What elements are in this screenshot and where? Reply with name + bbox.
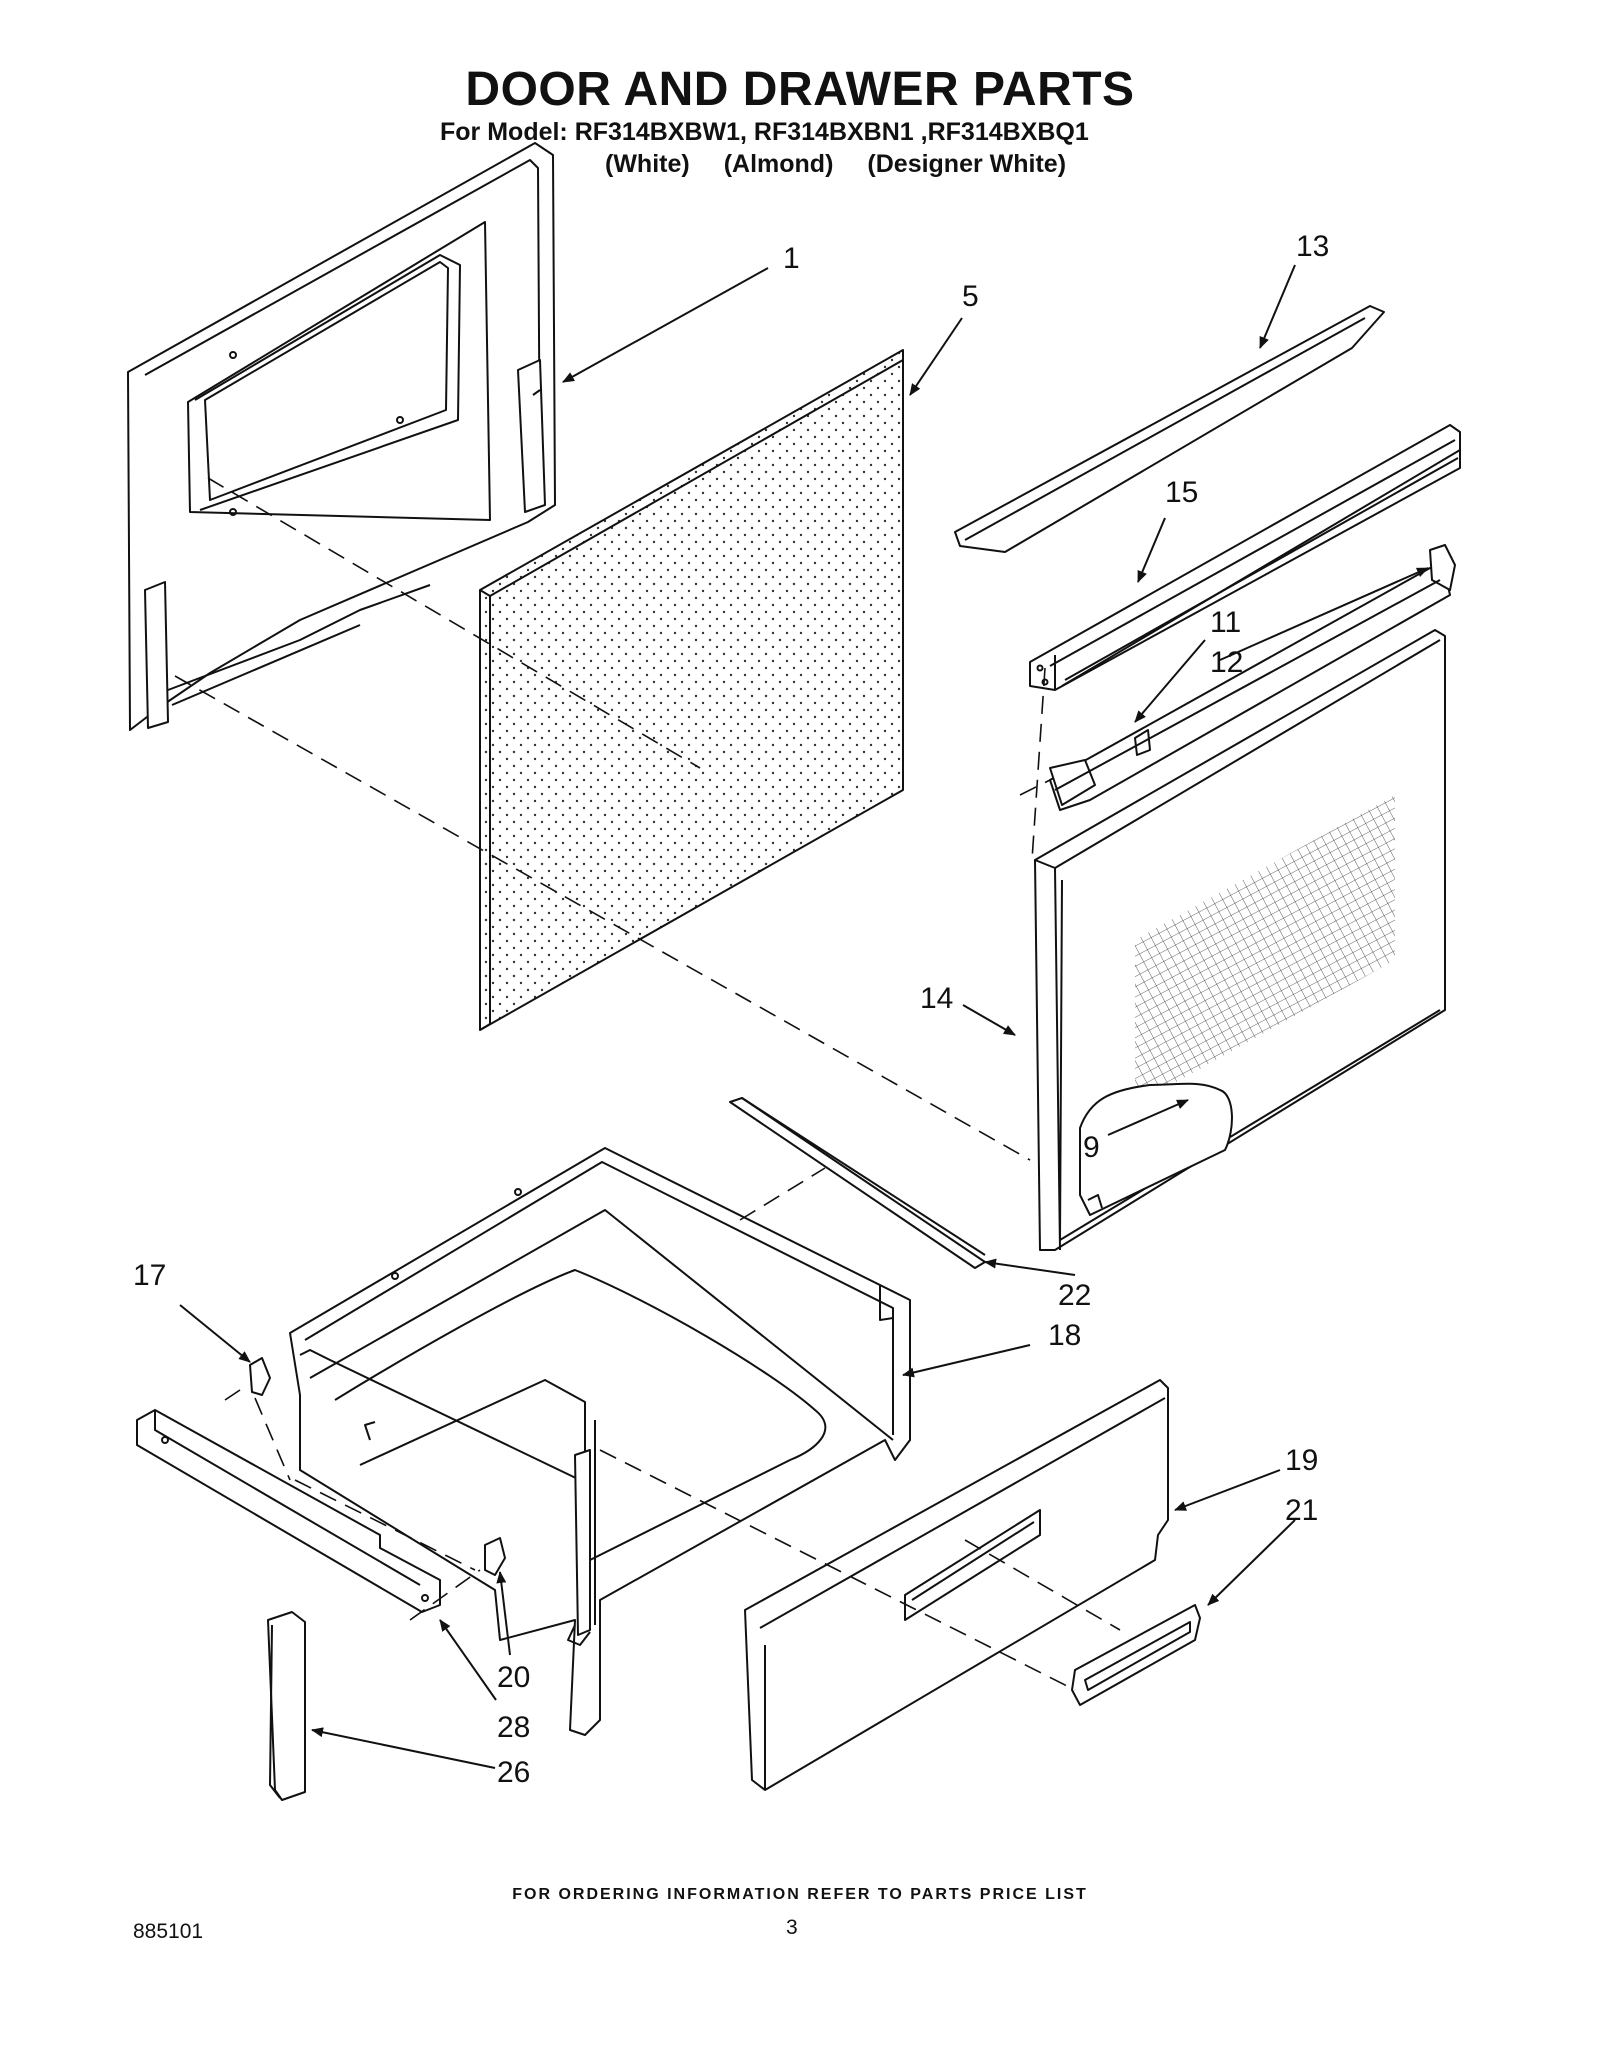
ordering-note: FOR ORDERING INFORMATION REFER TO PARTS … (512, 1886, 1088, 1903)
leader-21 (1207, 1519, 1296, 1606)
leader-22 (984, 1258, 1076, 1276)
drawer-body (289, 1147, 911, 1736)
leader-28 (439, 1619, 497, 1701)
variant-almond: (Almond) (723, 150, 834, 178)
door-corner-pad (1079, 1082, 1233, 1216)
drawer-bumper-right (484, 1537, 506, 1576)
callout-1: 1 (783, 242, 800, 275)
callout-19: 19 (1285, 1444, 1318, 1477)
color-variants: (White) (Almond) (Designer White) (605, 150, 1100, 179)
callout-13: 13 (1296, 230, 1329, 263)
inner-door-frame (127, 142, 556, 731)
callout-15: 15 (1165, 476, 1198, 509)
model-line: For Model: RF314BXBW1, RF314BXBN1 ,RF314… (440, 118, 1089, 146)
drawer-handle (1071, 1604, 1201, 1706)
callout-11: 11 (1210, 606, 1241, 639)
leader-17 (179, 1304, 251, 1363)
leader-5 (909, 317, 963, 396)
alignment-lines (174, 477, 1121, 1691)
leader-14 (962, 1004, 1016, 1036)
callout-labels: 1 5 13 15 11 12 14 9 22 18 17 19 21 20 2… (133, 230, 1329, 1789)
leader-20 (496, 1571, 511, 1656)
leader-13 (1259, 264, 1296, 349)
leader-18 (902, 1344, 1031, 1378)
callout-17: 17 (133, 1259, 166, 1292)
leader-arrows (179, 264, 1429, 1769)
insulation-panel (479, 349, 904, 1031)
leader-11 (1134, 639, 1206, 723)
leader-1 (562, 267, 769, 383)
door-trim-strip (954, 305, 1385, 553)
leader-19 (1174, 1469, 1281, 1511)
callout-18: 18 (1048, 1319, 1081, 1352)
page-title: DOOR AND DRAWER PARTS (465, 63, 1135, 116)
leader-12 (1219, 567, 1429, 661)
callout-14: 14 (920, 982, 953, 1015)
leader-15 (1137, 517, 1166, 583)
drawer-bumper-left (249, 1357, 271, 1396)
leader-26 (311, 1727, 496, 1769)
drawer-side-rail (136, 1409, 441, 1613)
hinge-rail (1049, 544, 1456, 811)
callout-22: 22 (1058, 1279, 1091, 1312)
callout-9: 9 (1083, 1131, 1100, 1164)
callout-26: 26 (497, 1756, 530, 1789)
callout-21: 21 (1285, 1494, 1318, 1527)
callout-5: 5 (962, 280, 979, 313)
variant-designer-white: (Designer White) (867, 150, 1067, 178)
document-number: 885101 (133, 1920, 204, 1943)
drawer-end-cap (267, 1611, 306, 1801)
callout-12: 12 (1210, 646, 1243, 679)
leader-9 (1107, 1099, 1189, 1136)
variant-white: (White) (605, 150, 690, 178)
callout-28: 28 (497, 1711, 530, 1744)
door-handle-bar (1029, 424, 1461, 691)
drawer-front-panel (744, 1379, 1169, 1791)
callout-20: 20 (497, 1661, 530, 1694)
page-number: 3 (786, 1916, 798, 1939)
